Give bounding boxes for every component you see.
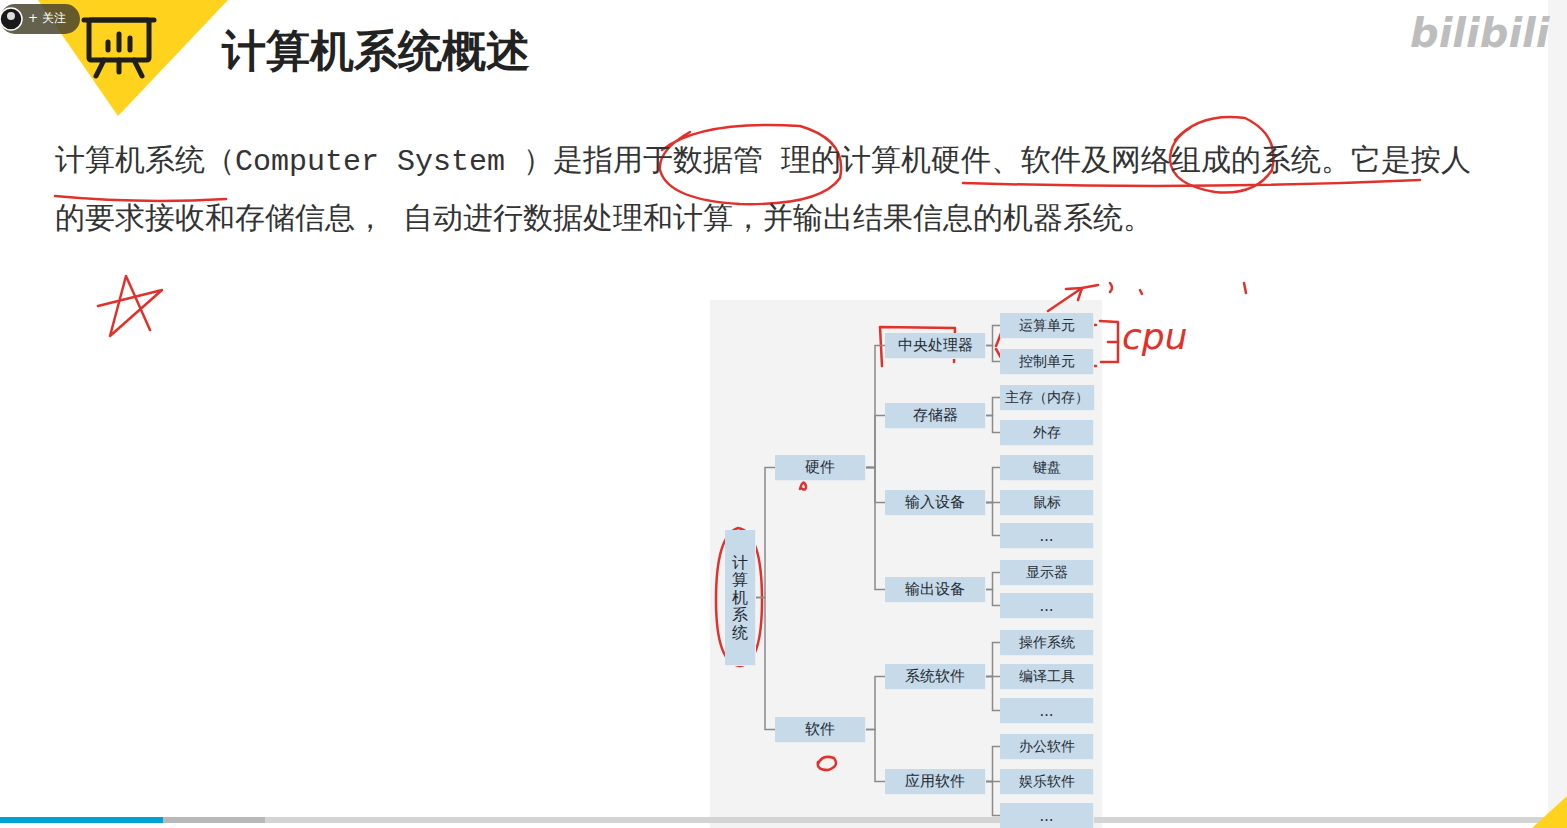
item-box: 运算单元 [1000, 313, 1093, 338]
tree-connector [865, 416, 885, 468]
item-box: 显示器 [1000, 560, 1093, 585]
tree-connector [985, 416, 1000, 433]
box-text: 操作系统 [1019, 634, 1075, 652]
item-box: … [1000, 523, 1093, 548]
box-text: 办公软件 [1019, 738, 1075, 756]
item-box: 鼠标 [1000, 490, 1093, 515]
tree-connector [985, 643, 1000, 677]
box-text: 应用软件 [905, 772, 965, 791]
box-text: … [1040, 703, 1054, 719]
tree-connector [985, 503, 1000, 536]
item-box: 键盘 [1000, 455, 1093, 480]
item-box: 办公软件 [1000, 734, 1093, 759]
edge-strip [1548, 0, 1567, 828]
tree-connector [985, 573, 1000, 590]
category-box: 软件 [775, 717, 865, 742]
item-box: 外存 [1000, 420, 1093, 445]
corner-banner [1532, 796, 1567, 828]
category-box: 硬件 [775, 455, 865, 480]
follow-button-text: + 关注 [28, 9, 66, 27]
box-text: 键盘 [1033, 459, 1061, 477]
box-text: 软件 [805, 720, 835, 739]
item-box: … [1000, 698, 1093, 723]
slide-title: 计算机系统概述 [222, 22, 530, 81]
item-box: 编译工具 [1000, 664, 1093, 689]
avatar-face [7, 12, 15, 20]
watermark: bilibili [1410, 10, 1550, 56]
box-text: 计算机系统 [732, 554, 748, 642]
item-box: 娱乐软件 [1000, 769, 1093, 794]
box-text: 中央处理器 [898, 336, 973, 355]
box-text: 硬件 [805, 458, 835, 477]
tree-connector [865, 468, 885, 590]
body-paragraph: 计算机系统（Computer System ）是指用于数据管 理的计算机硬件、软… [55, 133, 1500, 249]
tree-connector [985, 677, 1000, 711]
tree-connector [985, 747, 1000, 782]
box-text: 编译工具 [1019, 668, 1075, 686]
item-box: 控制单元 [1000, 349, 1093, 374]
box-text: 运算单元 [1019, 317, 1075, 335]
category-box: 输入设备 [885, 490, 985, 515]
tree-connector [985, 326, 1000, 346]
tree-connector [985, 590, 1000, 606]
box-text: 外存 [1033, 424, 1061, 442]
box-text: 系统软件 [905, 667, 965, 686]
tree-connector [985, 398, 1000, 416]
item-box: … [1000, 803, 1093, 828]
category-box: 应用软件 [885, 769, 985, 794]
item-box: … [1000, 593, 1093, 618]
tree-connector [865, 677, 885, 730]
progress-buffer [163, 817, 265, 823]
presentation-icon [84, 20, 154, 76]
root-box: 计算机系统 [725, 530, 755, 665]
category-box: 系统软件 [885, 664, 985, 689]
progress-track [0, 817, 1567, 823]
category-box: 输出设备 [885, 577, 985, 602]
tree-connector [865, 730, 885, 782]
box-text: … [1040, 528, 1054, 544]
tree-connector [755, 598, 775, 730]
box-text: 显示器 [1026, 564, 1068, 582]
category-box: 存储器 [885, 403, 985, 428]
avatar [0, 8, 22, 30]
box-text: 存储器 [913, 406, 958, 425]
item-box: 主存（内存） [1000, 385, 1094, 410]
box-text: 输出设备 [905, 580, 965, 599]
tree-connector [985, 468, 1000, 503]
diagram-ground [710, 300, 1102, 828]
progress-played [0, 817, 163, 823]
box-text: 主存（内存） [1005, 389, 1089, 407]
tree-connector [985, 782, 1000, 816]
box-text: 鼠标 [1033, 494, 1061, 512]
tree-connector [865, 346, 885, 468]
item-box: 操作系统 [1000, 630, 1093, 655]
box-text: … [1040, 808, 1054, 824]
tree-connector [985, 346, 1000, 362]
category-box: 中央处理器 [885, 333, 985, 358]
follow-button [0, 4, 80, 34]
box-text: 输入设备 [905, 493, 965, 512]
box-text: 娱乐软件 [1019, 773, 1075, 791]
box-text: 控制单元 [1019, 353, 1075, 371]
box-text: … [1040, 598, 1054, 614]
handwritten-note: cpu [1122, 316, 1187, 357]
tree-connector [755, 468, 775, 598]
